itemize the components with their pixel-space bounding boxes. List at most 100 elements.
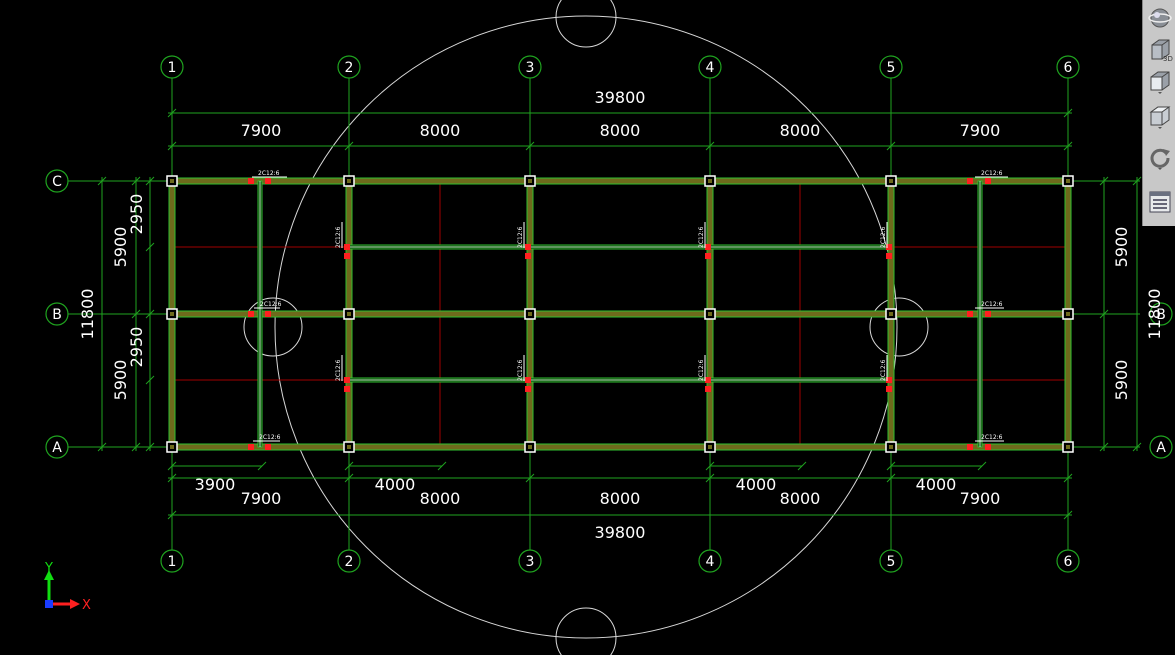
grid-bubble-left-B: B (45, 302, 69, 326)
dimension-tick (1063, 108, 1073, 118)
rebar-mark (985, 178, 991, 184)
rebar-mark (525, 377, 531, 383)
top-view-button[interactable] (1146, 103, 1173, 131)
navigate-sphere-icon (1147, 8, 1172, 28)
ucs-x-label: X (82, 598, 91, 613)
grid-label: 2 (345, 554, 354, 570)
front-view-button[interactable] (1146, 68, 1173, 96)
grid-label: 2 (345, 60, 354, 76)
beam-tags: 2C12:6 2C12:6 2C12:6 2C12:6 2C12:6 2C12:… (258, 170, 1003, 441)
column-core (347, 445, 351, 449)
rebar-mark (967, 311, 973, 317)
rotate-icon (1150, 148, 1170, 170)
dimension-tick (886, 473, 896, 483)
3d-view-label: 3D (1163, 55, 1173, 63)
bottom-span-dimension: 8000 (780, 489, 821, 508)
columns[interactable] (166, 175, 1074, 453)
rebar-mark (985, 311, 991, 317)
rebar-mark (967, 178, 973, 184)
rotate-view-button[interactable] (1146, 144, 1173, 172)
grid-bubble-top-3: 3 (518, 55, 542, 79)
dimension-lines (97, 108, 1142, 520)
grid-label: 3 (526, 554, 535, 570)
orbit-handle-bottom (555, 607, 617, 655)
beam-tag: 2C12:6 (880, 226, 887, 248)
bottom-half-dimension: 4000 (375, 475, 416, 494)
dimension-tick (1099, 309, 1109, 319)
grid-bubble-bottom-5: 5 (879, 549, 903, 573)
grid-label: 1 (168, 554, 177, 570)
grid-label: A (52, 440, 62, 456)
column-core (889, 445, 893, 449)
grid-bubble-bottom-4: 4 (698, 549, 722, 573)
dimension-tick (1063, 141, 1073, 151)
beam-tag: 2C12:6 (260, 301, 282, 308)
column-core (528, 179, 532, 183)
dimension-tick (977, 461, 987, 471)
left-half-dimension: 2950 (127, 194, 146, 235)
beam-tag: 2C12:6 (335, 359, 342, 381)
grid-bubble-right-B: B (1149, 302, 1173, 326)
grid-label: 3 (526, 60, 535, 76)
left-span-dimension: 5900 (111, 360, 130, 401)
dimension-tick (257, 461, 267, 471)
navigate-sphere-button[interactable] (1146, 4, 1173, 32)
dimension-tick (145, 242, 155, 252)
grid-bubble-top-6: 6 (1056, 55, 1080, 79)
column-core (347, 312, 351, 316)
column-core (889, 179, 893, 183)
rebar-mark (886, 253, 892, 259)
bottom-span-dimension: 7900 (241, 489, 282, 508)
grid-label: C (52, 174, 62, 190)
left-span-dimension: 5900 (111, 227, 130, 268)
3d-view-icon: 3D (1151, 39, 1173, 63)
grid-bubbles: 1 2 3 4 5 6 1 2 3 4 5 6 C B A B A (45, 55, 1173, 573)
rebar-mark (525, 253, 531, 259)
top-span-dimension: 8000 (600, 121, 641, 140)
right-span-dimension: 5900 (1112, 360, 1131, 401)
dimension-tick (525, 141, 535, 151)
dimension-tick (97, 442, 107, 452)
properties-panel-button[interactable] (1146, 188, 1173, 216)
rebar-mark (705, 377, 711, 383)
orbit-circle (274, 15, 898, 639)
beam-tag: 2C12:6 (259, 434, 281, 441)
bottom-half-dimension: 4000 (736, 475, 777, 494)
rebar-mark (248, 178, 254, 184)
3d-view-button[interactable]: 3D (1146, 36, 1173, 64)
column-core (347, 179, 351, 183)
top-total-dimension: 39800 (595, 88, 646, 107)
right-span-dimension: 5900 (1112, 227, 1131, 268)
dimension-tick (131, 442, 141, 452)
bottom-span-dimension: 7900 (960, 489, 1001, 508)
bottom-half-dimension: 4000 (916, 475, 957, 494)
top-span-dimension: 8000 (420, 121, 461, 140)
dimension-tick (886, 461, 896, 471)
column-core (1066, 179, 1070, 183)
beam-tag: 2C12:6 (517, 359, 524, 381)
grid-label: 5 (887, 60, 896, 76)
dimension-tick (1132, 442, 1142, 452)
column-core (708, 312, 712, 316)
right-total-dimension: 11800 (1145, 289, 1164, 340)
column-core (1066, 312, 1070, 316)
column-core (528, 445, 532, 449)
dimension-tick (705, 141, 715, 151)
beam-tag: 2C12:6 (880, 359, 887, 381)
beam-tag: 2C12:6 (698, 359, 705, 381)
rebar-mark (705, 253, 711, 259)
rebar-mark (525, 244, 531, 250)
grid-label: B (1156, 307, 1166, 323)
rebar-mark (705, 386, 711, 392)
grid-bubble-right-A: A (1149, 435, 1173, 459)
rebar-mark (344, 253, 350, 259)
dimension-tick (145, 375, 155, 385)
dimension-tick (525, 473, 535, 483)
dimension-tick (131, 309, 141, 319)
dimension-tick (97, 176, 107, 186)
left-half-dimension: 2950 (127, 327, 146, 368)
top-span-dimension: 7900 (241, 121, 282, 140)
orbit-handle-right (869, 297, 929, 357)
dimension-tick (167, 473, 177, 483)
